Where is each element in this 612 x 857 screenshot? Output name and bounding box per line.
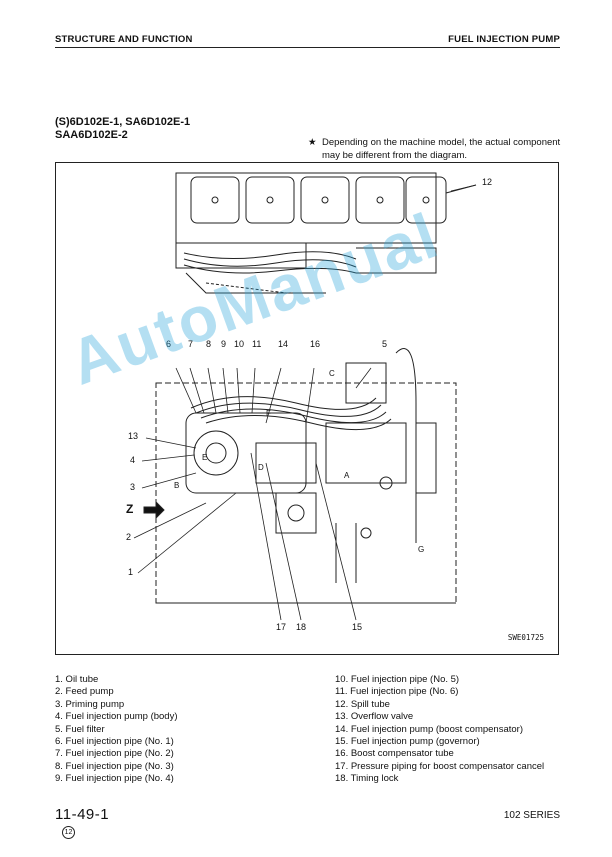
list-item: 5. Fuel filter xyxy=(55,723,105,735)
fuel-pump-diagram: 12 6 7 8 9 10 11 14 16 5 13 4 3 2 1 17 1… xyxy=(55,162,559,655)
page-topic: FUEL INJECTION PUMP xyxy=(448,34,560,45)
header-rule xyxy=(55,47,560,48)
star-icon: ★ xyxy=(308,137,317,148)
callout-14: 14 xyxy=(278,339,289,349)
callout-10: 10 xyxy=(234,339,245,349)
figure-code: SWE01725 xyxy=(507,633,544,642)
upper-engine-view xyxy=(175,172,477,294)
callout-13: 13 xyxy=(128,431,139,441)
callout-6: 6 xyxy=(166,339,172,349)
legend-right: 10. Fuel injection pipe (No. 5) 11. Fuel… xyxy=(335,674,544,786)
diagram-drawing xyxy=(133,172,477,621)
list-item: 10. Fuel injection pipe (No. 5) xyxy=(335,674,460,685)
list-item: 11. Fuel injection pipe (No. 6) xyxy=(335,686,459,698)
letter-g: G xyxy=(418,545,425,554)
model-line-1: (S)6D102E-1, SA6D102E-1 xyxy=(55,116,191,128)
z-direction-label: Z xyxy=(126,502,134,516)
callout-17: 17 xyxy=(276,622,287,632)
series-label: 102 SERIES xyxy=(503,810,560,821)
letter-f: F xyxy=(266,409,271,418)
callout-15: 15 xyxy=(352,622,363,632)
callout-3: 3 xyxy=(130,482,136,492)
list-item: 1. Oil tube xyxy=(55,674,99,685)
note-text: Depending on the machine model, the actu… xyxy=(322,137,561,161)
revision-badge: 12 xyxy=(62,826,75,839)
callout-11: 11 xyxy=(252,339,262,349)
list-item: 15. Fuel injection pump (governor) xyxy=(335,736,480,748)
letter-c: C xyxy=(329,369,335,378)
list-item: 8. Fuel injection pipe (No. 3) xyxy=(55,760,174,772)
list-item: 9. Fuel injection pipe (No. 4) xyxy=(55,773,174,785)
list-item: 3. Priming pump xyxy=(55,698,125,710)
diagram-note: ★ Depending on the machine model, the ac… xyxy=(308,136,562,162)
letter-b: B xyxy=(174,481,180,490)
callout-5: 5 xyxy=(382,339,388,349)
list-item: 2. Feed pump xyxy=(55,686,114,698)
list-item: 13. Overflow valve xyxy=(335,711,414,723)
callout-4: 4 xyxy=(130,455,136,465)
callout-9: 9 xyxy=(221,339,227,349)
legend-left: 1. Oil tube 2. Feed pump 3. Priming pump… xyxy=(55,674,178,786)
list-item: 4. Fuel injection pump (body) xyxy=(55,711,178,723)
list-item: 14. Fuel injection pump (boost compensat… xyxy=(335,723,523,735)
list-item: 6. Fuel injection pipe (No. 1) xyxy=(55,736,174,748)
page-number: 11-49-1 xyxy=(55,806,110,823)
letter-a: A xyxy=(344,471,350,480)
list-item: 18. Timing lock xyxy=(335,773,399,785)
section-title: STRUCTURE AND FUNCTION xyxy=(55,34,193,45)
callout-1: 1 xyxy=(128,567,134,577)
callout-8: 8 xyxy=(206,339,212,349)
list-item: 16. Boost compensator tube xyxy=(335,748,454,760)
callout-7: 7 xyxy=(188,339,194,349)
callout-12: 12 xyxy=(482,177,493,187)
callout-2: 2 xyxy=(126,532,132,542)
list-item: 17. Pressure piping for boost compensato… xyxy=(335,760,545,772)
list-item: 7. Fuel injection pipe (No. 2) xyxy=(55,748,174,760)
list-item: 12. Spill tube xyxy=(335,698,390,710)
z-direction-arrow xyxy=(143,500,165,520)
letter-d: D xyxy=(258,463,264,472)
letter-e: E xyxy=(202,453,208,462)
callout-18: 18 xyxy=(296,622,307,632)
model-line-2: SAA6D102E-2 xyxy=(55,129,128,141)
callout-16: 16 xyxy=(310,339,321,349)
lower-engine-view xyxy=(155,348,457,604)
callout-leaders xyxy=(133,184,477,621)
